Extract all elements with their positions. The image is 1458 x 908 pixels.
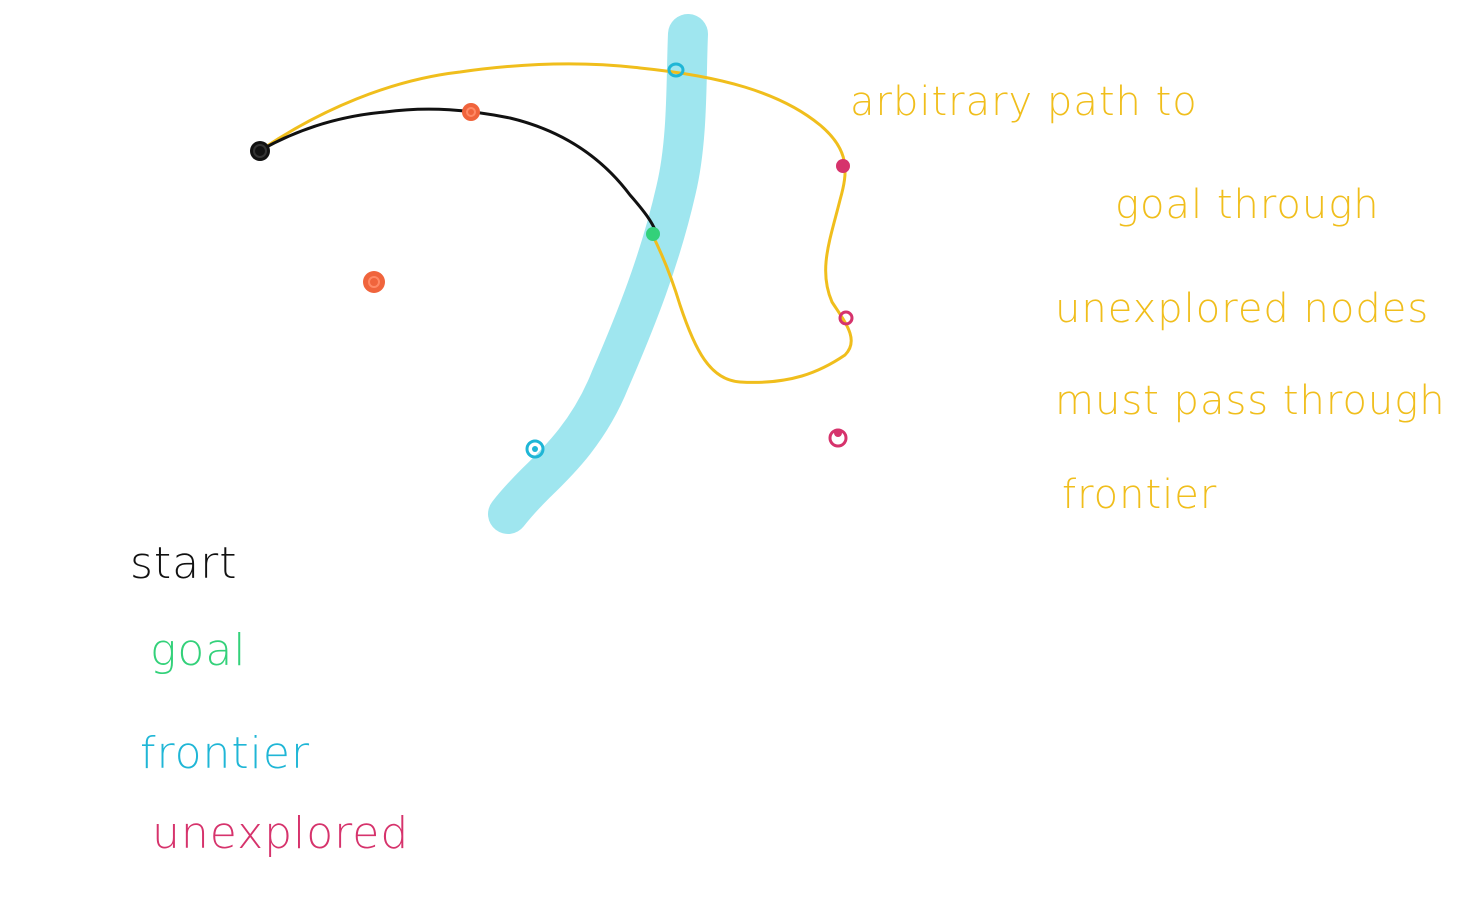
explored-node [462, 103, 480, 121]
legend-start: start [130, 538, 237, 589]
annotation-line-2: goal through [1115, 182, 1380, 228]
annotation-line-4: must pass through [1055, 378, 1446, 424]
unexplored-node [828, 428, 848, 448]
legend-goal: goal [150, 625, 247, 676]
annotation: arbitrary path to goal through unexplore… [850, 79, 1446, 518]
unexplored-node [838, 310, 854, 326]
legend: start goal frontier unexplored [130, 538, 409, 859]
frontier-node [525, 439, 545, 459]
frontier-node [667, 62, 685, 78]
legend-frontier: frontier [140, 728, 310, 779]
start-node [250, 141, 270, 161]
legend-unexplored: unexplored [152, 808, 409, 859]
annotation-line-3: unexplored nodes [1055, 286, 1429, 332]
frontier-band [488, 14, 708, 534]
shortest-path [259, 107, 658, 234]
arbitrary-path [259, 62, 853, 384]
unexplored-node [836, 159, 850, 173]
goal-node [646, 227, 660, 241]
explored-node [363, 271, 385, 293]
annotation-line-1: arbitrary path to [850, 79, 1198, 125]
annotation-line-5: frontier [1062, 472, 1217, 518]
